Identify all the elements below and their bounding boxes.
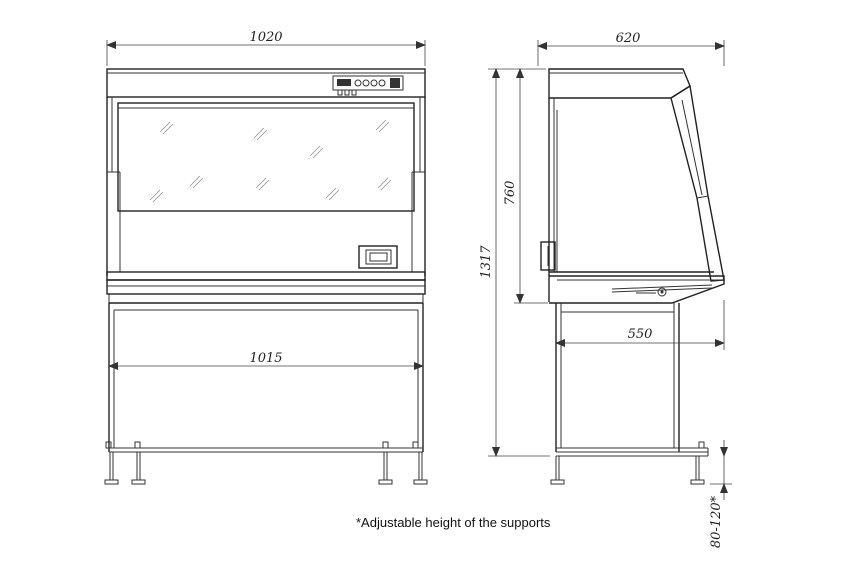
front-work-surface	[106, 271, 426, 281]
dim-label-620: 620	[616, 31, 641, 46]
glass-reflection-marks	[149, 119, 392, 203]
side-socket-box-icon	[540, 241, 556, 271]
side-sash	[670, 84, 725, 282]
front-glass-sash	[117, 102, 415, 212]
front-header-panel	[106, 68, 426, 98]
socket-box-icon	[358, 245, 398, 269]
dim-label-1317: 1317	[479, 245, 494, 279]
dim-label-1020: 1020	[249, 30, 282, 45]
front-view: 1020 1015	[104, 30, 428, 485]
side-adjustable-feet	[550, 456, 705, 485]
dimension-side-inner-depth: 550	[555, 300, 725, 350]
side-view: 620 550 1317 760 80-120*	[479, 31, 732, 548]
front-stand	[105, 303, 424, 453]
dim-label-760: 760	[503, 181, 518, 206]
adjustable-supports-note: *Adjustable height of the supports	[356, 515, 551, 530]
dimension-side-depth: 620	[537, 31, 725, 66]
dimension-front-width: 1020	[106, 30, 426, 66]
dim-label-1015: 1015	[249, 351, 282, 366]
dimension-total-height: 1317	[479, 68, 550, 457]
dim-label-80-120: 80-120*	[709, 495, 724, 548]
dimension-front-inner-width: 1015	[108, 351, 424, 370]
dimension-cabinet-height: 760	[503, 68, 548, 304]
side-stand	[555, 303, 709, 457]
control-panel-icon	[332, 75, 404, 96]
front-adjustable-feet	[104, 452, 428, 485]
dim-label-550: 550	[628, 327, 653, 342]
dimension-support-height: 80-120*	[709, 440, 732, 548]
side-armrest-icon	[611, 284, 713, 297]
